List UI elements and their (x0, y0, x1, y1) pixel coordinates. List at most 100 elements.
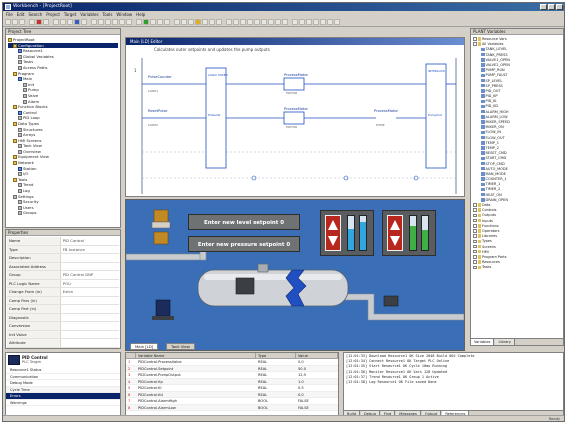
tree-item[interactable]: Alarm (8, 99, 118, 105)
variable-item[interactable]: TANK_LEVEL (473, 47, 561, 52)
menu-item-help[interactable]: Help (136, 12, 146, 17)
tree-item[interactable]: Access Paths (8, 65, 118, 71)
toolbar-button-icon[interactable] (181, 19, 187, 25)
toolbar-button-icon[interactable] (19, 19, 25, 25)
property-row[interactable]: Comp Part (in) (7, 305, 119, 314)
menu-item-window[interactable]: Window (116, 12, 133, 17)
tab-tank-view[interactable]: Tank View (166, 343, 195, 350)
tree-item[interactable]: Groups (8, 210, 118, 216)
property-value[interactable]: POU (62, 280, 71, 286)
variable-group[interactable]: All Variables (473, 42, 561, 47)
variable-item[interactable]: PID_KD (473, 104, 561, 109)
ladder-editor[interactable]: Main [LD] Editor Calculates outer setpoi… (125, 37, 465, 197)
property-value[interactable] (61, 263, 119, 271)
property-row[interactable]: Init Value (7, 330, 119, 339)
toolbar-button-icon[interactable] (254, 19, 260, 25)
menu-item-variables[interactable]: Variables (80, 12, 99, 17)
property-value[interactable] (61, 305, 119, 313)
hmi-screen[interactable]: Enter new level setpoint 0 Enter new pre… (125, 199, 465, 351)
property-row[interactable]: Change From (in)Extra (7, 288, 119, 297)
variable-item[interactable]: START_CMD (473, 156, 561, 161)
tree-item[interactable]: Arrays (8, 132, 118, 138)
property-row[interactable]: Attribute (7, 339, 119, 348)
tree-item[interactable]: HMI Screens (8, 138, 118, 144)
close-button[interactable] (556, 4, 563, 10)
expand-icon[interactable] (473, 218, 477, 223)
toolbar-button-icon[interactable] (240, 19, 246, 25)
property-value[interactable]: FB Instance (62, 246, 85, 252)
toolbar-button-icon[interactable] (53, 19, 59, 25)
tree-item[interactable]: Tools (8, 177, 118, 183)
tree-item[interactable]: Equipment View (8, 154, 118, 160)
property-value[interactable]: PID Control (62, 238, 85, 243)
toolbar-button-icon[interactable] (202, 19, 208, 25)
toolbar-button-icon[interactable] (306, 19, 312, 25)
tree-item[interactable]: PID Loop (8, 115, 118, 121)
expand-icon[interactable] (473, 224, 477, 228)
toolbar-button-icon[interactable] (12, 19, 18, 25)
variable-item[interactable]: DRAIN_OPEN (473, 198, 561, 203)
toolbar-button-icon[interactable] (327, 19, 333, 25)
toolbar-button-icon[interactable] (60, 19, 66, 25)
toolbar-button-icon[interactable] (81, 19, 87, 25)
variable-item[interactable]: PUMP_RUN (473, 68, 561, 73)
level-setpoint-button[interactable]: Enter new level setpoint 0 (188, 214, 300, 230)
property-value[interactable] (61, 331, 119, 339)
toolbar-button-icon[interactable] (226, 19, 232, 25)
toolbar-button-icon[interactable] (292, 19, 298, 25)
property-row[interactable]: Diagnostic (7, 313, 119, 322)
toolbar-button-icon[interactable] (233, 19, 239, 25)
toolbar-button-icon[interactable] (43, 19, 49, 25)
ladder-diagram[interactable]: 1 LOGIC MIXER PulseVal INTERLOCK PumpOut… (126, 46, 464, 196)
variable-item[interactable]: TEMP_1 (473, 141, 561, 146)
menu-item-project[interactable]: Project (46, 12, 60, 17)
variable-item[interactable]: STOP_CMD (473, 162, 561, 167)
tree-item[interactable]: Valve (8, 93, 118, 99)
expand-icon[interactable] (473, 213, 477, 218)
property-value[interactable]: PID Control DNP (62, 272, 94, 277)
status-row[interactable]: Resource1 Status (6, 367, 120, 374)
toolbar-button-icon[interactable] (98, 19, 104, 25)
variable-item[interactable]: PID_KP (473, 94, 561, 99)
tree-item[interactable]: Overview (8, 149, 118, 155)
tree-item[interactable]: Resource1 (8, 48, 118, 54)
tab-find[interactable]: Find (380, 411, 396, 417)
expand-icon[interactable] (473, 244, 477, 249)
tree-item[interactable]: Users (8, 205, 118, 211)
variable-item[interactable]: TIMER_2 (473, 187, 561, 192)
menu-item-edit[interactable]: Edit (16, 12, 25, 17)
toolbar-button-icon[interactable] (91, 19, 97, 25)
property-value[interactable]: Extra (62, 289, 73, 294)
variable-group[interactable]: Operators (473, 229, 561, 234)
toolbar-button-icon[interactable] (216, 19, 222, 25)
tab-messages[interactable]: Messages (396, 411, 421, 417)
tab-build[interactable]: Build (344, 411, 361, 417)
menu-item-target[interactable]: Target (63, 12, 77, 17)
toolbar-button-icon[interactable] (247, 19, 253, 25)
pressure-setpoint-button[interactable]: Enter new pressure setpoint 0 (188, 236, 300, 252)
property-value[interactable] (61, 339, 119, 347)
tree-item[interactable]: Main (8, 76, 118, 82)
toolbar-button-icon[interactable] (36, 19, 42, 25)
tree-item[interactable]: Station (8, 166, 118, 172)
tree-item[interactable]: Program (8, 71, 118, 77)
tree-item[interactable]: Configuration (8, 42, 118, 49)
tree-item[interactable]: Settings (8, 194, 118, 200)
toolbar-button-icon[interactable] (268, 19, 274, 25)
expand-icon[interactable] (473, 239, 477, 244)
toolbar-button-icon[interactable] (275, 19, 281, 25)
variable-item[interactable]: FLOW_IN (473, 130, 561, 135)
variable-group[interactable]: Outputs (473, 213, 561, 218)
tab-debug[interactable]: Debug (361, 411, 380, 417)
tree-item[interactable]: Init (8, 82, 118, 88)
toolbar-button-icon[interactable] (157, 19, 163, 25)
expand-icon[interactable] (473, 234, 477, 238)
tab-references[interactable]: References (442, 411, 470, 417)
variable-group[interactable]: Data (473, 203, 561, 208)
variable-item[interactable]: MAN_MODE (473, 172, 561, 177)
variable-group[interactable]: Types (473, 239, 561, 244)
menu-item-search[interactable]: Search (28, 12, 43, 17)
